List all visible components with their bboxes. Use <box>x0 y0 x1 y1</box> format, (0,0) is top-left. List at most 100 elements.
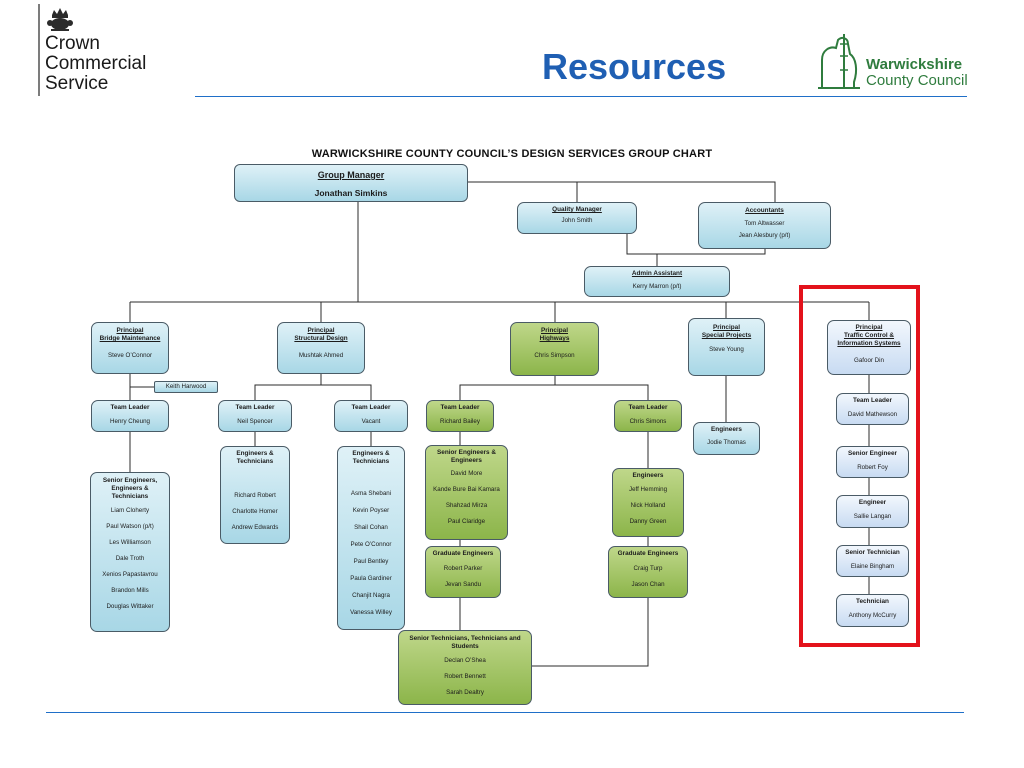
team-leader-title: Team Leader <box>235 404 275 411</box>
highways-graduate-engineers-2-box: Graduate Engineers Craig Turp Jason Chan <box>608 546 688 598</box>
bridge-team-title-2: Engineers & <box>111 485 149 492</box>
bridge-title-2: Bridge Maintenance <box>99 335 161 342</box>
team-member: Declan O’Shea <box>444 657 486 664</box>
traffic-title-1: Principal <box>855 324 883 331</box>
role-name: Sallie Langan <box>853 513 892 520</box>
team-member: Asma Shebani <box>350 490 392 497</box>
highways-engineers-box: Engineers Jeff Hemming Nick Holland Dann… <box>612 468 684 537</box>
warwickshire-county-council-logo: Warwickshire County Council <box>816 30 974 92</box>
team-member: Paula Gardiner <box>350 575 392 582</box>
role-title: Engineer <box>858 499 887 506</box>
quality-manager-name: John Smith <box>561 217 593 224</box>
team-member: Richard Robert <box>234 492 276 499</box>
special-engineers-box: Engineers Jodie Thomas <box>693 422 760 455</box>
team-title-1: Senior Technicians, Technicians and <box>409 635 521 642</box>
team-title-1: Engineers & <box>236 450 274 457</box>
bear-and-staff-icon <box>818 34 860 89</box>
team-member: Liam Cloherty <box>110 507 150 514</box>
team-title-1: Senior Engineers & <box>437 449 496 456</box>
structural-team-2-box: Engineers & Technicians Asma Shebani Kev… <box>337 446 405 630</box>
traffic-role-box: Senior Technician Elaine Bingham <box>836 545 909 577</box>
highlight-frame <box>799 285 920 647</box>
chart-title: WARWICKSHIRE COUNTY COUNCIL’S DESIGN SER… <box>311 148 713 160</box>
traffic-title-2: Traffic Control & <box>843 332 895 339</box>
admin-assistant-name: Kerry Marron (p/t) <box>632 283 682 290</box>
team-member: Craig Turp <box>633 565 663 572</box>
admin-assistant-title: Admin Assistant <box>631 270 683 277</box>
quality-manager-box: Quality Manager John Smith <box>517 202 637 234</box>
special-title-1: Principal <box>713 324 740 331</box>
principal-bridge-box: Principal Bridge Maintenance Steve O’Con… <box>91 322 169 374</box>
team-title-1: Engineers & <box>352 450 390 457</box>
keith-harwood-name: Keith Harwood <box>165 383 207 390</box>
bridge-team-title-1: Senior Engineers, <box>102 477 158 484</box>
highways-senior-engineers-box: Senior Engineers & Engineers David More … <box>425 445 508 540</box>
principal-traffic-box: Principal Traffic Control & Information … <box>827 320 911 375</box>
team-member: Jodie Thomas <box>707 439 746 446</box>
traffic-role-box: Senior Engineer Robert Foy <box>836 446 909 478</box>
role-name: Elaine Bingham <box>850 563 895 570</box>
team-leader-name: Richard Bailey <box>440 418 480 425</box>
special-title-2: Special Projects <box>701 332 752 339</box>
accountant-name: Jean Alesbury (p/t) <box>738 232 791 239</box>
admin-assistant-box: Admin Assistant Kerry Marron (p/t) <box>584 266 730 297</box>
brand-line-2: Commercial <box>45 53 147 74</box>
team-member: Kevin Poyser <box>352 507 390 514</box>
team-leader-name: Chris Simons <box>629 418 667 425</box>
structural-title-2: Structural Design <box>294 335 348 342</box>
traffic-principal-name: Gafoor Din <box>854 357 884 364</box>
highways-title-1: Principal <box>541 327 568 334</box>
role-name: Anthony McCurry <box>848 612 897 619</box>
brand-name: Crown Commercial Service <box>45 34 146 94</box>
traffic-role-box: Engineer Sallie Langan <box>836 495 909 528</box>
role-title: Technician <box>856 598 889 605</box>
slide-title: Resources <box>542 46 727 87</box>
team-title-2: Technicians <box>236 458 274 465</box>
role-name: Robert Foy <box>857 464 888 471</box>
team-leader-title: Team Leader <box>440 404 480 411</box>
principal-highways-box: Principal Highways Chris Simpson <box>510 322 599 376</box>
team-member: Jason Chan <box>631 581 665 588</box>
bridge-team-box: Senior Engineers, Engineers & Technician… <box>90 472 170 632</box>
bridge-principal-name: Steve O’Connor <box>107 352 153 359</box>
team-member: Andrew Edwards <box>231 524 279 531</box>
team-member: Xenios Papastavrou <box>102 571 158 578</box>
accountants-title: Accountants <box>745 207 784 214</box>
logo-bar <box>38 4 40 96</box>
team-leader-name: Neil Spencer <box>237 418 273 425</box>
team-title: Graduate Engineers <box>432 550 494 557</box>
highways-principal-name: Chris Simpson <box>534 352 575 359</box>
special-principal-name: Steve Young <box>709 346 744 353</box>
team-title: Engineers <box>711 426 742 433</box>
team-title: Graduate Engineers <box>617 550 679 557</box>
team-member: Pete O’Connor <box>350 541 392 548</box>
royal-crest-icon <box>47 8 73 31</box>
brand-line-1: Crown <box>45 33 100 54</box>
principal-structural-box: Principal Structural Design Mushtak Ahme… <box>277 322 365 374</box>
keith-harwood-box: Keith Harwood <box>154 381 218 393</box>
wcc-line-1: Warwickshire <box>866 56 963 73</box>
team-member: Charlotte Homer <box>232 508 278 515</box>
highways-graduate-engineers-1-box: Graduate Engineers Robert Parker Jevan S… <box>425 546 501 598</box>
structural-principal-name: Mushtak Ahmed <box>298 352 344 359</box>
team-title-2: Engineers <box>451 457 482 464</box>
team-member: Shail Cohan <box>354 524 388 531</box>
bridge-team-leader-box: Team Leader Henry Cheung <box>91 400 169 432</box>
team-member: Robert Parker <box>443 565 483 572</box>
role-title: Senior Technician <box>845 549 900 556</box>
bridge-team-leader-name: Henry Cheung <box>110 418 150 425</box>
team-member: Sarah Dealtry <box>446 689 484 696</box>
team-member: Les Williamson <box>109 539 151 546</box>
team-member: Paul Bentley <box>353 558 389 565</box>
team-member: Kande Bure Bai Kamara <box>433 486 500 493</box>
team-title-2: Students <box>451 643 479 650</box>
traffic-role-box: Team Leader David Mathewson <box>836 393 909 425</box>
header-rule <box>195 96 967 97</box>
team-member: Chanjit Nagra <box>352 592 390 599</box>
team-member: Jeff Hemming <box>628 486 668 493</box>
wcc-line-2: County Council <box>866 72 968 89</box>
group-manager-title: Group Manager <box>317 170 385 180</box>
team-member: David More <box>450 470 483 477</box>
group-manager-name: Jonathan Simkins <box>314 188 388 198</box>
